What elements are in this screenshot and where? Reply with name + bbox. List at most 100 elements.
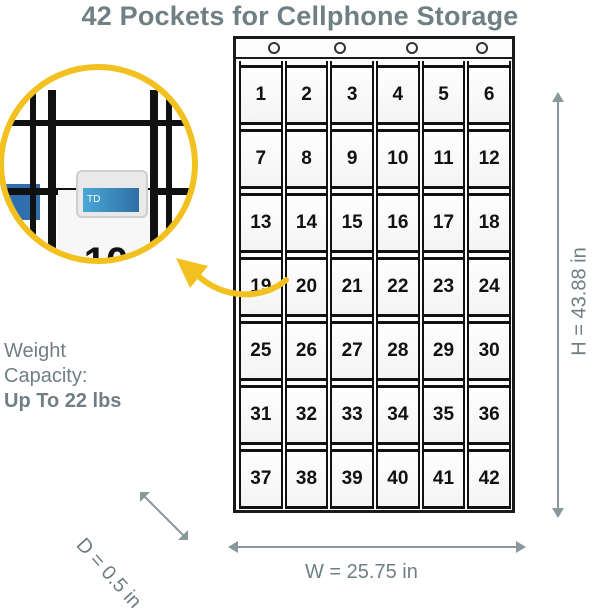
height-label: H = 43.88 in — [568, 247, 591, 356]
pocket: 39 — [330, 445, 374, 509]
pocket: 32 — [284, 381, 329, 445]
pocket: 16 — [376, 189, 420, 253]
pocket: 7 — [239, 125, 283, 189]
pocket-number: 21 — [341, 275, 363, 297]
pocket-number: 13 — [250, 211, 272, 233]
pocket-number: 8 — [301, 147, 312, 169]
grommet-icon — [476, 42, 488, 54]
pocket-number: 23 — [432, 275, 455, 297]
pocket: 13 — [239, 189, 283, 253]
pocket-number: 40 — [387, 467, 409, 489]
weight-capacity: Weight Capacity: Up To 22 lbs — [4, 339, 121, 414]
pocket: 34 — [376, 381, 420, 445]
pocket: 33 — [330, 381, 374, 445]
zoom-rail — [166, 90, 172, 258]
pocket-number: 6 — [483, 83, 495, 105]
pocket-number: 22 — [387, 275, 409, 297]
pocket: 28 — [376, 317, 420, 381]
weight-line2: Capacity: — [4, 365, 88, 387]
pocket-number: 39 — [341, 467, 363, 489]
pocket-number: 18 — [478, 211, 500, 233]
width-arrow-icon — [228, 541, 526, 553]
phone-screen-text: TD — [87, 194, 101, 205]
pocket: 31 — [239, 381, 283, 445]
pocket: 12 — [467, 125, 511, 189]
page-title: 42 Pockets for Cellphone Storage — [81, 1, 519, 31]
pocket-number: 38 — [295, 467, 318, 489]
phone-screen: TD — [83, 188, 139, 212]
pocket: 24 — [467, 253, 511, 317]
pocket: 18 — [467, 189, 511, 253]
pocket-number: 11 — [433, 147, 454, 169]
pocket-number: 1 — [255, 83, 267, 105]
pocket-number: 41 — [432, 467, 455, 489]
pocket: 2 — [284, 61, 329, 125]
height-arrow-icon — [552, 92, 564, 518]
pocket: 10 — [376, 125, 420, 189]
pocket: 35 — [421, 381, 466, 445]
pocket: 25 — [239, 317, 283, 381]
pocket-number: 16 — [387, 211, 409, 233]
pocket: 20 — [284, 253, 329, 317]
grommet-icon — [406, 42, 418, 54]
pocket: 15 — [330, 189, 374, 253]
zoom-rail — [30, 90, 36, 258]
pocket: 4 — [376, 61, 420, 125]
pocket-number: 14 — [295, 211, 318, 233]
pocket: 9 — [330, 125, 374, 189]
pocket-number: 5 — [438, 83, 449, 105]
pocket-number: 17 — [432, 211, 455, 233]
pocket-number: 24 — [478, 275, 500, 297]
pocket-number: 27 — [341, 339, 363, 361]
pocket-number: 3 — [346, 83, 358, 105]
pocket: 30 — [467, 317, 511, 381]
pocket-number: 33 — [341, 403, 363, 425]
pocket-number: 7 — [255, 147, 267, 169]
weight-line1: Weight — [4, 340, 66, 362]
weight-value: Up To 22 lbs — [4, 390, 122, 412]
pocket: 8 — [284, 125, 329, 189]
pocket-number: 10 — [387, 147, 409, 169]
pocket: 37 — [239, 445, 283, 509]
pocket-number: 34 — [387, 403, 409, 425]
pocket-number: 32 — [295, 403, 318, 425]
pocket: 27 — [330, 317, 374, 381]
pocket: 23 — [421, 253, 466, 317]
callout-arrow-icon — [176, 258, 289, 298]
zoom-pocket-number: 10 — [83, 240, 129, 264]
zoom-rail — [48, 90, 56, 258]
width-label: W = 25.75 in — [305, 561, 418, 583]
depth-arrow-icon — [140, 492, 188, 540]
grommet-icon — [334, 42, 346, 54]
pocket-number: 15 — [341, 211, 363, 233]
pocket-number: 26 — [295, 339, 318, 361]
pocket: 1 — [239, 61, 283, 125]
pocket-number: 36 — [478, 403, 500, 425]
pocket-number: 28 — [387, 339, 409, 361]
pocket-number: 4 — [392, 83, 404, 105]
pocket: 3 — [330, 61, 374, 125]
pocket: 14 — [284, 189, 329, 253]
pocket: 26 — [284, 317, 329, 381]
pocket: 6 — [467, 61, 511, 125]
header-strip — [236, 39, 512, 59]
zoom-callout: TD 10 — [0, 64, 198, 264]
pocket-number: 37 — [250, 467, 272, 489]
pocket: 5 — [421, 61, 466, 125]
pocket-number: 31 — [250, 403, 272, 425]
pocket: 21 — [330, 253, 374, 317]
pocket: 17 — [421, 189, 466, 253]
pocket: 11 — [421, 125, 466, 189]
pocket-number: 25 — [250, 339, 272, 361]
pocket-number: 2 — [301, 83, 312, 105]
grommet-icon — [268, 42, 280, 54]
pocket-number: 42 — [478, 467, 500, 489]
pocket: 29 — [421, 317, 466, 381]
zoom-rail — [150, 90, 158, 258]
pocket: 38 — [284, 445, 329, 509]
phone-icon: TD — [76, 170, 148, 218]
pocket: 40 — [376, 445, 420, 509]
pocket-number: 35 — [432, 403, 455, 425]
